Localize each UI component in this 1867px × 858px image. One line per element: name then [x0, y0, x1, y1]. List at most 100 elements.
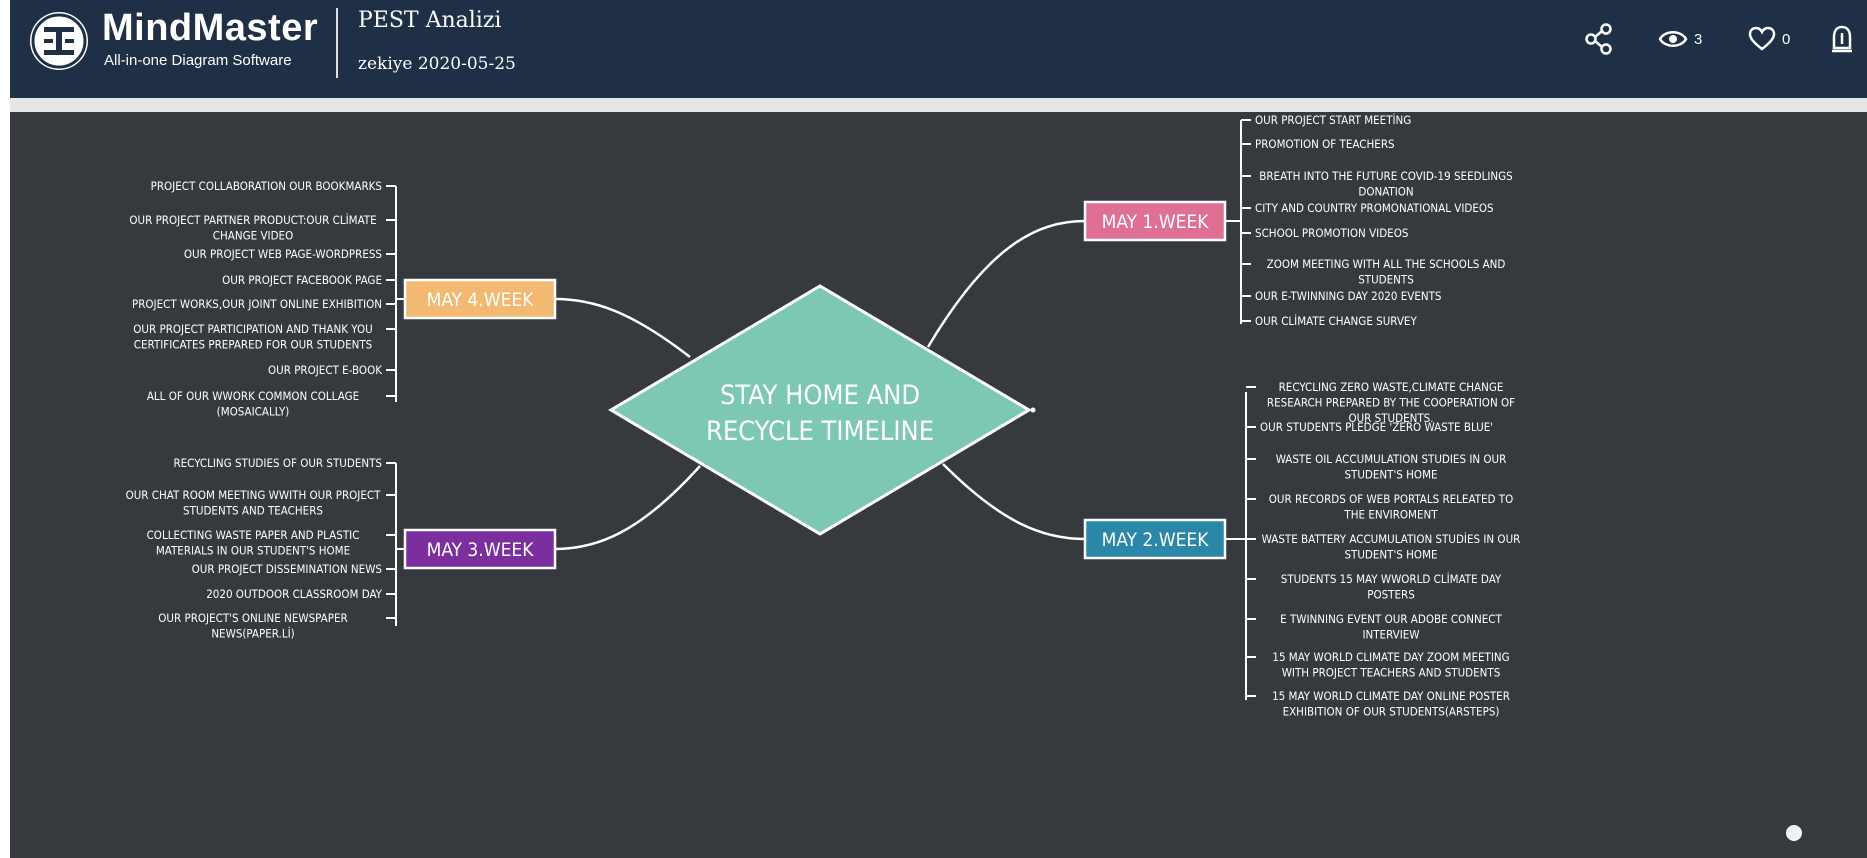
- subtopic-label: OUR PROJECT DISSEMINATION NEWS: [192, 562, 382, 576]
- subtopic-label: COLLECTING WASTE PAPER AND PLASTIC: [147, 528, 360, 542]
- subtopic-label: CHANGE VIDEO: [213, 229, 293, 243]
- top-bar: MindMaster All-in-one Diagram Software P…: [10, 0, 1867, 98]
- branch-label-may4: MAY 4.WEEK: [427, 289, 535, 311]
- likes-count: 0: [1782, 30, 1791, 48]
- like-button[interactable]: 0: [1748, 22, 1790, 56]
- subtopic-may3-2: OUR CHAT ROOM MEETING WWITH OUR PROJECTS…: [126, 488, 382, 518]
- subtopic-label: OUR PROJECT START MEETİNG: [1255, 112, 1411, 127]
- subtopic-label: DONATION: [1358, 185, 1413, 199]
- subtopic-label: STUDENT'S HOME: [1344, 548, 1437, 562]
- subtopic-may4-5: PROJECT WORKS,OUR JOINT ONLINE EXHIBITIO…: [132, 297, 382, 311]
- subtopic-label: PROJECT WORKS,OUR JOINT ONLINE EXHIBITIO…: [132, 297, 382, 311]
- subtopic-may2-5: WASTE BATTERY ACCUMULATION STUDİES IN OU…: [1262, 531, 1521, 562]
- subtopic-may4-8: ALL OF OUR WWORK COMMON COLLAGE (MOSAICAL…: [147, 389, 359, 419]
- subtopic-may1-4: CITY AND COUNTRY PROMONATIONAL VIDEOS: [1255, 201, 1494, 215]
- app-tagline: All-in-one Diagram Software: [104, 52, 292, 69]
- branch-may1: MAY 1.WEEK OUR PROJECT START MEETİNG PROMO…: [926, 112, 1513, 348]
- subtopic-label: (MOSAICALLY): [217, 405, 290, 419]
- subtopic-label: ALL OF OUR WWORK COMMON COLLAGE: [147, 389, 359, 403]
- subtopic-may2-2: OUR STUDENTS PLEDGE 'ZERO WASTE BLUE': [1260, 420, 1493, 434]
- central-topic-label: RECYCLE TIMELINE: [706, 416, 934, 447]
- branch-may2: MAY 2.WEEK RECYCLING ZERO WASTE,CLIMATE C…: [942, 380, 1521, 719]
- subtopic-label: 15 MAY WORLD CLIMATE DAY ONLINE POSTER: [1272, 689, 1510, 703]
- subtopic-may1-2: PROMOTION OF TEACHERS: [1255, 137, 1395, 151]
- branch-may4: MAY 4.WEEK PROJECT COLLABORATION OUR BOOK…: [129, 179, 691, 419]
- subtopic-label: STUDENTS 15 MAY WWORLD CLİMATE DAY: [1281, 571, 1502, 586]
- subtopic-may2-6: STUDENTS 15 MAY WWORLD CLİMATE DAY POSTER…: [1281, 571, 1502, 602]
- subtopic-may4-3: OUR PROJECT WEB PAGE-WORDPRESS: [184, 247, 382, 261]
- subtopic-label: STUDENTS AND TEACHERS: [183, 504, 323, 518]
- subtopic-label: THE ENVIROMENT: [1343, 508, 1438, 522]
- subtopic-may3-3: COLLECTING WASTE PAPER AND PLASTIC MATERI…: [147, 528, 360, 558]
- subtopic-label: OUR PROJECT WEB PAGE-WORDPRESS: [184, 247, 382, 261]
- subtopic-label: OUR PROJECT E-BOOK: [268, 363, 382, 377]
- subtopic-may3-5: 2020 OUTDOOR CLASSROOM DAY: [206, 587, 382, 601]
- subtopic-label: WITH PROJECT TEACHERS AND STUDENTS: [1282, 666, 1501, 680]
- app-name: MindMaster: [102, 7, 319, 49]
- report-button[interactable]: [1830, 22, 1854, 56]
- subtopic-label: 2020 OUTDOOR CLASSROOM DAY: [206, 587, 382, 601]
- subtopic-label: RECYCLING ZERO WASTE,CLIMATE CHANGE: [1279, 380, 1504, 394]
- subtopic-may1-3: BREATH INTO THE FUTURE COVID-19 SEEDLING…: [1259, 169, 1512, 199]
- branch-connector: [926, 219, 1086, 348]
- subtopic-label: STUDENT'S HOME: [1344, 468, 1437, 482]
- subtopic-may3-4: OUR PROJECT DISSEMINATION NEWS: [192, 562, 382, 576]
- branch-may3: MAY 3.WEEK RECYCLING STUDIES OF OUR STUDE…: [126, 456, 701, 641]
- subtopic-may2-7: E TWINNING EVENT OUR ADOBE CONNECTINTERV…: [1280, 612, 1502, 642]
- eye-icon: [1658, 31, 1688, 47]
- subtopic-label: OUR PROJECT FACEBOOK PAGE: [222, 273, 382, 287]
- subtopic-label: OUR STUDENTS PLEDGE 'ZERO WASTE BLUE': [1260, 420, 1493, 434]
- share-icon: [1585, 23, 1612, 55]
- subtopic-may4-6: OUR PROJECT PARTICIPATION AND THANK YOUC…: [133, 322, 372, 352]
- subtopic-label: OUR PROJECT PARTNER PRODUCT:OUR CLİMATE: [129, 212, 376, 227]
- branch-connector: [554, 465, 701, 551]
- subtopic-label: OUR RECORDS OF WEB PORTALS RELEATED TO: [1269, 492, 1513, 506]
- subtopic-label: WASTE BATTERY ACCUMULATION STUDİES IN OU…: [1262, 531, 1521, 546]
- branch-connector: [942, 463, 1086, 541]
- subtopic-label: OUR E-TWINNING DAY 2020 EVENTS: [1255, 289, 1442, 303]
- subtopic-label: SCHOOL PROMOTION VIDEOS: [1255, 226, 1408, 240]
- share-button[interactable]: [1582, 22, 1616, 56]
- scroll-handle[interactable]: [1786, 825, 1802, 841]
- views-count: 3: [1694, 30, 1703, 48]
- subtopic-label: OUR PROJECT PARTICIPATION AND THANK YOU: [133, 322, 372, 336]
- heart-icon: [1748, 26, 1776, 51]
- subtopic-may2-1: RECYCLING ZERO WASTE,CLIMATE CHANGE RESEA…: [1267, 380, 1515, 425]
- document-author-date: zekiye 2020-05-25: [358, 54, 516, 74]
- toolbar-separator: [10, 98, 1867, 112]
- subtopic-may2-9: 15 MAY WORLD CLIMATE DAY ONLINE POSTER EX…: [1272, 689, 1510, 719]
- views-counter[interactable]: 3: [1658, 22, 1702, 56]
- subtopic-label: OUR PROJECT'S ONLINE NEWSPAPER: [158, 611, 347, 625]
- subtopic-label: POSTERS: [1367, 588, 1415, 602]
- subtopic-label: NEWS(PAPER.Lİ): [211, 626, 294, 641]
- report-icon: [1832, 25, 1852, 53]
- branch-label-may3: MAY 3.WEEK: [427, 539, 535, 561]
- central-topic-label: STAY HOME AND: [720, 380, 920, 411]
- subtopic-may1-7: OUR E-TWINNING DAY 2020 EVENTS: [1255, 289, 1442, 303]
- subtopic-label: OUR STUDENTS.: [1348, 411, 1433, 425]
- subtopic-may4-2: OUR PROJECT PARTNER PRODUCT:OUR CLİMATE C…: [129, 212, 376, 243]
- branch-label-may2: MAY 2.WEEK: [1102, 529, 1210, 551]
- mindmap-canvas[interactable]: STAY HOME AND RECYCLE TIMELINE MAY 1.WEEK O…: [10, 112, 1867, 858]
- subtopic-label: RECYCLING STUDIES OF OUR STUDENTS: [173, 456, 382, 470]
- subtopic-may1-1: OUR PROJECT START MEETİNG: [1255, 112, 1411, 127]
- branch-node-may1: [1083, 200, 1227, 242]
- subtopic-label: OUR CLİMATE CHANGE SURVEY: [1255, 313, 1417, 328]
- subtopic-may2-8: 15 MAY WORLD CLIMATE DAY ZOOM MEETING WIT…: [1272, 650, 1509, 680]
- subtopic-label: 15 MAY WORLD CLIMATE DAY ZOOM MEETING: [1272, 650, 1509, 664]
- subtopic-may4-7: OUR PROJECT E-BOOK: [268, 363, 382, 377]
- central-connector-dot: [1030, 407, 1036, 413]
- central-topic-shape: [608, 284, 1032, 536]
- subtopic-may2-3: WASTE OIL ACCUMULATION STUDIES IN OURSTU…: [1276, 452, 1507, 482]
- subtopic-label: EXHIBITION OF OUR STUDENTS(ARSTEPS): [1283, 705, 1500, 719]
- subtopic-label: PROJECT COLLABORATION OUR BOOKMARKS: [151, 179, 382, 193]
- subtopic-may4-4: OUR PROJECT FACEBOOK PAGE: [222, 273, 382, 287]
- mindmap-diagram: STAY HOME AND RECYCLE TIMELINE MAY 1.WEEK O…: [126, 112, 1521, 719]
- subtopic-label: RESEARCH PREPARED BY THE COOPERATION OF: [1267, 396, 1515, 410]
- branch-label-may1: MAY 1.WEEK: [1102, 211, 1210, 233]
- document-title: PEST Analizi: [358, 8, 502, 33]
- subtopic-label: BREATH INTO THE FUTURE COVID-19 SEEDLING…: [1259, 169, 1512, 183]
- subtopic-label: CITY AND COUNTRY PROMONATIONAL VIDEOS: [1255, 201, 1494, 215]
- subtopic-label: MATERIALS IN OUR STUDENT'S HOME: [156, 544, 350, 558]
- subtopic-may4-1: PROJECT COLLABORATION OUR BOOKMARKS: [151, 179, 382, 193]
